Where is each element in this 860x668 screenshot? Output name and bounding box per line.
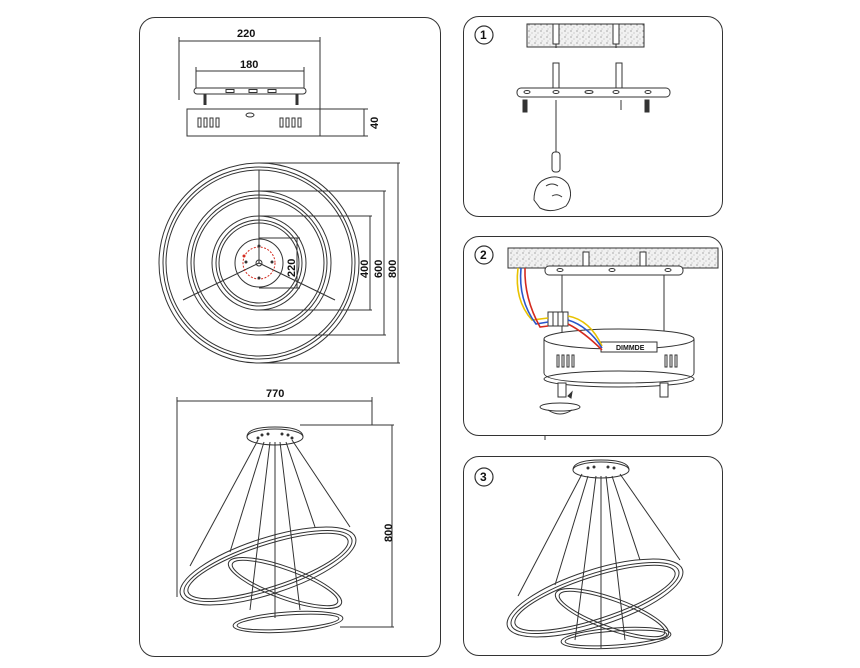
step-2-illustration: [507, 247, 719, 440]
center-canopy-marker: [242, 244, 276, 280]
step-1-illustration: [516, 23, 671, 212]
dim-220-top: 220: [237, 28, 255, 40]
dim-800: 800: [387, 260, 399, 278]
step-1-panel: [463, 16, 723, 217]
dim-400: 400: [359, 260, 371, 278]
dim-40: 40: [369, 117, 381, 129]
dim-800-side: 800: [383, 524, 395, 542]
canopy-side-view: [178, 37, 368, 137]
chandelier-side-view: [176, 397, 394, 634]
dim-220-center: 220: [286, 259, 298, 277]
dimmer-label: DIMMDE: [616, 345, 645, 352]
step-1-badge: [474, 25, 494, 45]
step-2-wiring: [516, 267, 603, 351]
step-3-badge: [474, 467, 494, 487]
dim-770: 770: [266, 388, 284, 400]
step-3-panel: [463, 456, 723, 656]
dimensions-panel: [139, 17, 441, 657]
step-2-number: 2: [480, 248, 487, 262]
dim-600: 600: [373, 260, 385, 278]
step-3-chandelier: [506, 459, 684, 650]
step-1-number: 1: [480, 28, 487, 42]
step-2-badge: [474, 245, 494, 265]
plan-view-rings: [158, 162, 400, 364]
dim-180: 180: [240, 59, 258, 71]
step-3-number: 3: [480, 470, 487, 484]
